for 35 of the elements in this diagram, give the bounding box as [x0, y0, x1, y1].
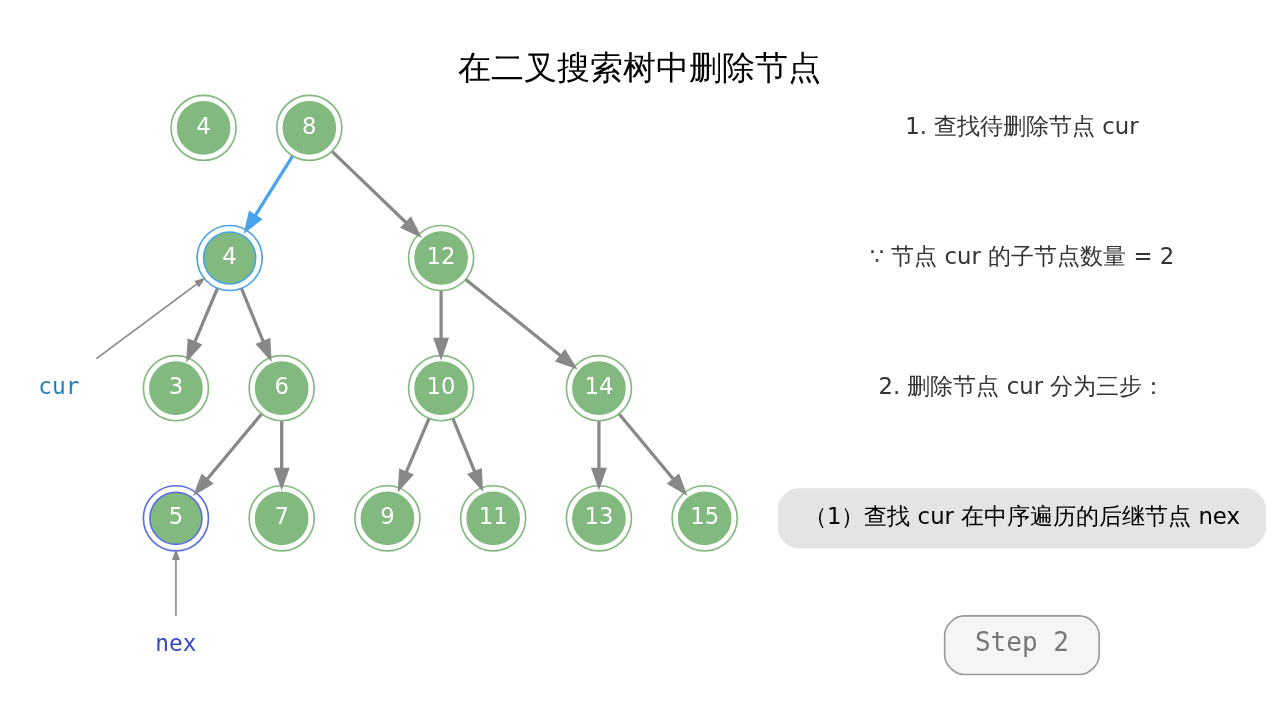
- arrow: [433, 290, 450, 360]
- node-circle: 3: [142, 354, 210, 421]
- arrow: [239, 287, 272, 362]
- node-box: Step 2: [943, 614, 1100, 675]
- node-circle: 5: [142, 484, 210, 552]
- node-circle: 9: [354, 484, 421, 552]
- arrow: [331, 149, 422, 238]
- arrow: [464, 277, 578, 369]
- label: 2. 删除节点 cur 分为三步：: [878, 372, 1166, 399]
- arrow: [186, 287, 219, 362]
- arrow: [193, 412, 263, 496]
- arrow: [397, 417, 431, 493]
- node-circle: 6: [248, 354, 316, 421]
- arrow: [273, 420, 290, 491]
- node-text: cur: [38, 372, 80, 399]
- arrow: [171, 548, 180, 617]
- arrow: [590, 420, 607, 491]
- arrow: [451, 417, 484, 492]
- label: ∵ 节点 cur 的子节点数量 = 2: [869, 242, 1175, 269]
- node-circle: 12: [407, 224, 475, 291]
- node-circle: 15: [671, 484, 739, 552]
- node-circle: 7: [248, 484, 316, 552]
- node-circle: 8: [275, 94, 343, 161]
- diagram-title: 在二叉搜索树中删除节点: [458, 48, 822, 87]
- node-circle: 4: [170, 94, 237, 161]
- node-circle: 10: [407, 354, 475, 421]
- node-circle: 11: [459, 484, 527, 552]
- node-text: nex: [155, 629, 197, 656]
- label: 1. 查找待删除节点 cur: [905, 112, 1139, 139]
- node-circle: 14: [565, 354, 633, 421]
- arrow: [243, 155, 294, 234]
- arrow: [618, 412, 688, 496]
- node-box: （1）查找 cur 在中序遍历的后继节点 nex: [777, 487, 1266, 548]
- node-circle: 13: [565, 484, 633, 552]
- arrow: [95, 276, 206, 359]
